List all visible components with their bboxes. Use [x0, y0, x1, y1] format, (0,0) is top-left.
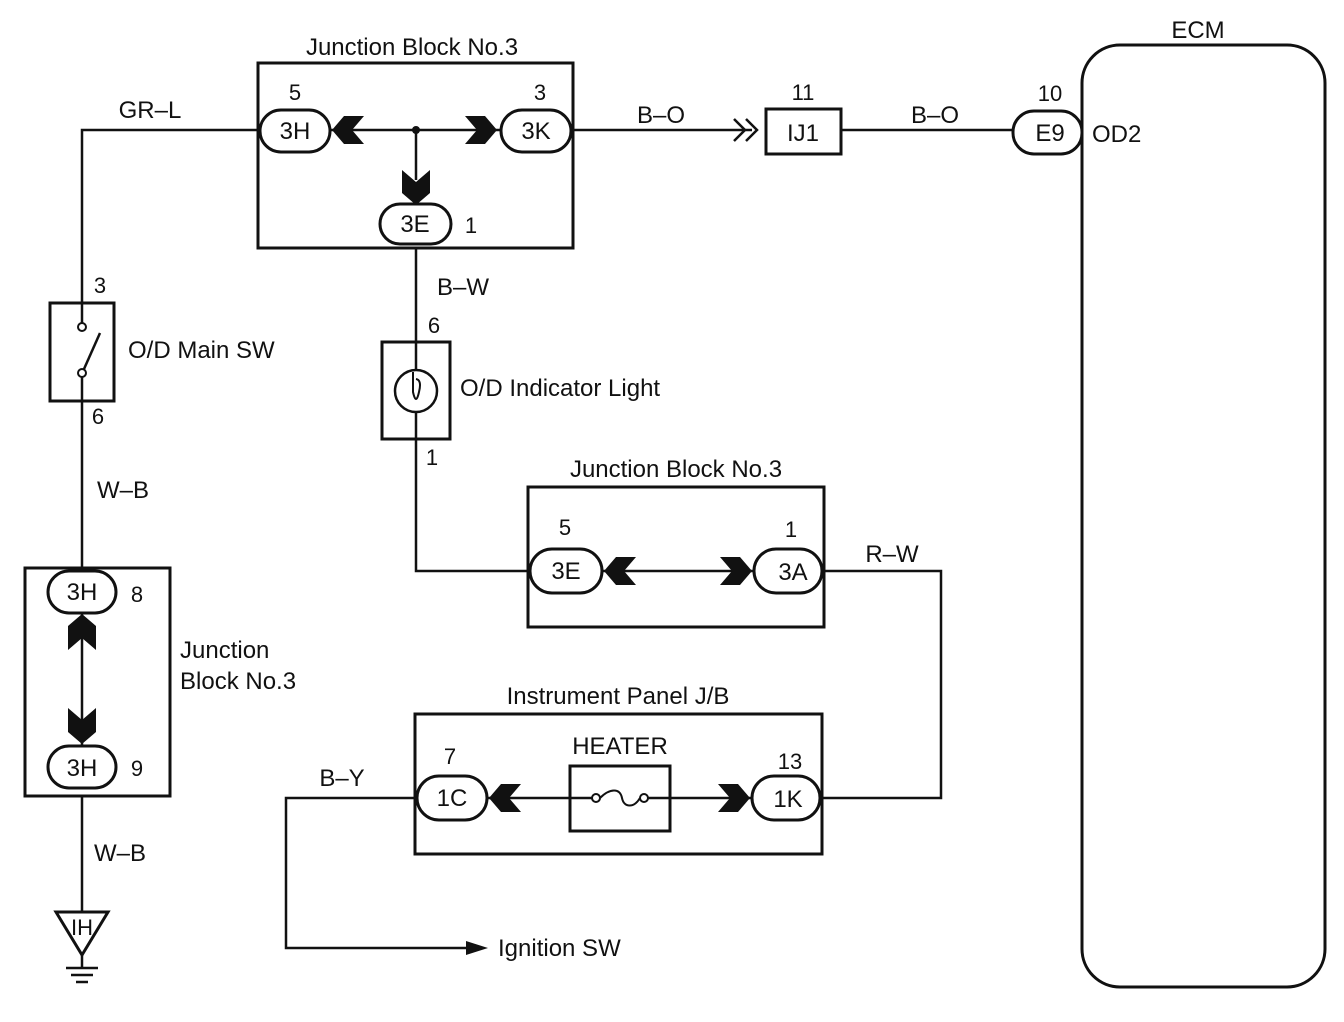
jb-left-pin-top: 8 — [131, 582, 143, 607]
jb-left-pin-bottom: 9 — [131, 756, 143, 781]
heater-fuse-label: HEATER — [572, 733, 668, 760]
jb-mid-terminal-left — [528, 547, 604, 595]
ground-label: IH — [71, 915, 93, 940]
jb-left-terminal-bottom — [46, 744, 118, 790]
ip-jb-pin-left: 7 — [444, 744, 456, 769]
od-main-sw-contact-bottom — [77, 368, 87, 378]
od-main-sw-pin-top: 3 — [94, 273, 106, 298]
ip-jb-terminal-right-label: 1K — [773, 786, 802, 813]
od-main-sw-contact-top — [77, 322, 87, 332]
jb-left-arrow-down — [68, 708, 96, 744]
wire-b-w-label: B–W — [437, 274, 489, 301]
od-main-sw-pin-bottom: 6 — [92, 404, 104, 429]
od-light-bulb — [393, 368, 439, 414]
jb-mid-box — [526, 485, 826, 629]
jb-top-terminal-bottom-label: 3E — [400, 211, 429, 238]
jb-left-terminal-bottom-label: 3H — [67, 755, 98, 782]
ip-jb-arrow-left — [489, 784, 521, 812]
jb-top-arrow-down — [402, 170, 430, 205]
jb-mid-pin-left: 5 — [559, 515, 571, 540]
ip-jb-terminal-left-label: 1C — [437, 785, 468, 812]
ecm-signal: OD2 — [1092, 121, 1141, 148]
wire-b-o-1-label: B–O — [637, 102, 685, 129]
ecm-box — [1080, 43, 1327, 989]
jb-top-terminal-bottom — [378, 202, 453, 246]
connector-chevron-2 — [745, 118, 759, 142]
fuse-icon — [599, 789, 641, 807]
jb-left-box — [23, 566, 172, 798]
ground-triangle — [53, 910, 111, 958]
ij1-box — [764, 107, 843, 156]
od-light-pin-bottom: 1 — [426, 445, 438, 470]
jb-top-arrow-left — [332, 116, 364, 144]
jb-top-pin-left: 5 — [289, 80, 301, 105]
jb-top-terminal-right — [499, 108, 573, 154]
heater-fuse-terminal-left — [591, 793, 601, 803]
od-light-pin-top: 6 — [428, 313, 440, 338]
jb-left-terminal-top — [46, 569, 118, 615]
jb-left-arrow-up — [68, 614, 96, 650]
od-light-label: O/D Indicator Light — [460, 375, 660, 402]
jb-left-title-2: Block No.3 — [180, 668, 296, 695]
jb-left-terminal-top-label: 3H — [67, 579, 98, 606]
ip-jb-terminal-right — [750, 774, 822, 822]
jb-mid-terminal-right-label: 3A — [778, 559, 807, 586]
jb-top-arrow-right — [465, 116, 497, 144]
jb-left-title-1: Junction — [180, 637, 269, 664]
ip-jb-title: Instrument Panel J/B — [507, 683, 730, 710]
wire-r-w-label: R–W — [865, 541, 919, 568]
ip-jb-box — [413, 712, 824, 856]
od-main-sw-label: O/D Main SW — [128, 337, 275, 364]
ecm-terminal — [1011, 109, 1084, 156]
wire-b-y — [284, 796, 470, 950]
heater-fuse-terminal-right — [639, 793, 649, 803]
ip-jb-pin-right: 13 — [778, 749, 802, 774]
jb-top-pin-right: 3 — [534, 80, 546, 105]
jb-mid-pin-right: 1 — [785, 517, 797, 542]
jb-mid-title: Junction Block No.3 — [570, 456, 782, 483]
jb-top-splice — [412, 126, 420, 134]
jb-top-pin-bottom: 1 — [465, 213, 477, 238]
jb-top-title: Junction Block No.3 — [306, 34, 518, 61]
ij1-pin: 11 — [792, 80, 815, 105]
jb-mid-arrow-left — [604, 557, 636, 585]
ignition-label: Ignition SW — [498, 935, 621, 962]
od-main-sw-blade — [82, 332, 102, 370]
wire-gr-l-label: GR–L — [119, 97, 182, 124]
jb-top-terminal-left-label: 3H — [280, 118, 311, 145]
wire-w-b-2-label: W–B — [94, 840, 146, 867]
ecm-title: ECM — [1171, 17, 1224, 44]
ecm-pin: 10 — [1038, 81, 1062, 106]
ecm-terminal-label: E9 — [1035, 120, 1064, 147]
ij1-label: IJ1 — [787, 120, 819, 147]
jb-mid-arrow-right — [720, 557, 752, 585]
od-light-filament — [412, 372, 421, 400]
wire-light-to-jb-mid — [414, 439, 530, 573]
ip-jb-arrow-right — [718, 784, 750, 812]
jb-mid-terminal-left-label: 3E — [551, 558, 580, 585]
wire-gr-l — [80, 128, 260, 303]
wire-b-o-2-label: B–O — [911, 102, 959, 129]
connector-chevron-1 — [733, 118, 747, 142]
ignition-arrow-icon — [466, 941, 488, 955]
jb-top-terminal-right-label: 3K — [521, 118, 550, 145]
wire-w-b-1-label: W–B — [97, 477, 149, 504]
wire-r-w — [822, 569, 943, 800]
wire-b-y-label: B–Y — [319, 765, 364, 792]
